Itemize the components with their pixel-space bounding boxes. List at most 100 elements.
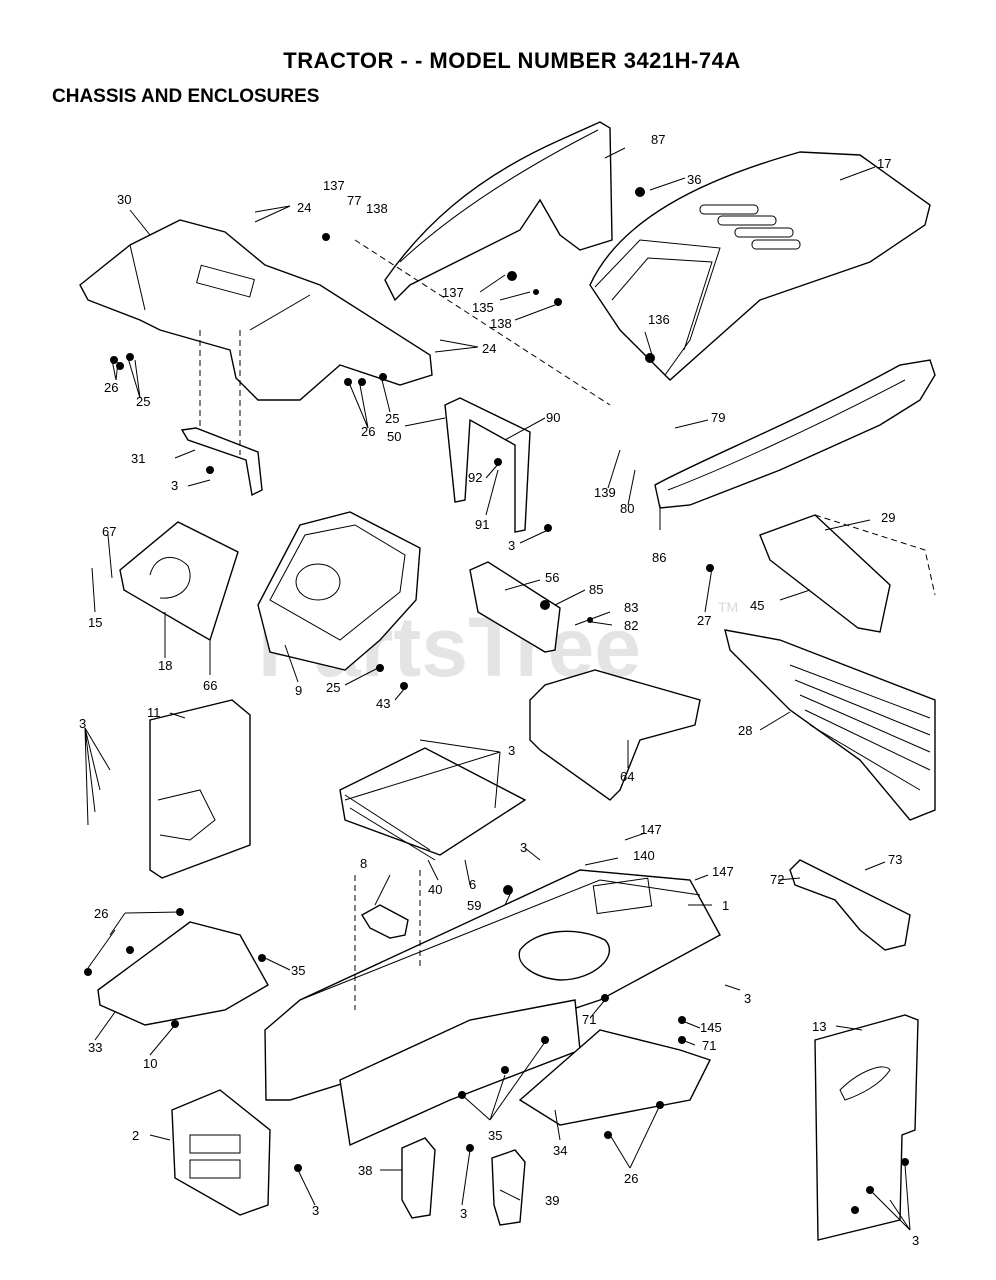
callout-80: 80 bbox=[620, 501, 634, 516]
part-1-frame bbox=[264, 869, 721, 1147]
callout-82: 82 bbox=[624, 618, 638, 633]
part-38-bracket bbox=[401, 1137, 436, 1219]
part-13-plate bbox=[814, 1014, 919, 1241]
callout-137: 137 bbox=[323, 178, 345, 193]
part-28-grille bbox=[724, 629, 936, 821]
callout-3: 3 bbox=[460, 1206, 467, 1221]
callout-83: 83 bbox=[624, 600, 638, 615]
part-87-side-panel bbox=[384, 121, 613, 302]
part-39-bracket bbox=[491, 1149, 526, 1226]
callout-15: 15 bbox=[88, 615, 102, 630]
callout-33: 33 bbox=[88, 1040, 102, 1055]
callout-36: 36 bbox=[687, 172, 701, 187]
callout-135: 135 bbox=[472, 300, 494, 315]
callout-13: 13 bbox=[812, 1019, 826, 1034]
watermark-tm: TM bbox=[718, 599, 738, 615]
part-30-fender bbox=[79, 219, 433, 401]
callout-138: 138 bbox=[366, 201, 388, 216]
part-11-plate bbox=[149, 699, 251, 879]
callout-29: 29 bbox=[881, 510, 895, 525]
callout-labels: 87 36 17 30 24 137 77 138 137 135 138 13… bbox=[79, 132, 919, 1248]
callout-34: 34 bbox=[553, 1143, 567, 1158]
callout-136: 136 bbox=[648, 312, 670, 327]
callout-3: 3 bbox=[312, 1203, 319, 1218]
callout-3: 3 bbox=[520, 840, 527, 855]
callout-39: 39 bbox=[545, 1193, 559, 1208]
callout-139: 139 bbox=[594, 485, 616, 500]
callout-137: 137 bbox=[442, 285, 464, 300]
callout-59: 59 bbox=[467, 898, 481, 913]
callout-64: 64 bbox=[620, 769, 634, 784]
callout-77: 77 bbox=[347, 193, 361, 208]
callout-91: 91 bbox=[475, 517, 489, 532]
callout-87: 87 bbox=[651, 132, 665, 147]
part-86-hood-rail bbox=[654, 359, 936, 509]
callout-leaders bbox=[84, 147, 911, 1231]
part-17-hood bbox=[589, 151, 931, 381]
callout-3: 3 bbox=[508, 743, 515, 758]
callout-3: 3 bbox=[508, 538, 515, 553]
part-72-bracket bbox=[789, 859, 911, 951]
callout-26: 26 bbox=[104, 380, 118, 395]
callout-25: 25 bbox=[326, 680, 340, 695]
callout-2: 2 bbox=[132, 1128, 139, 1143]
hardware-fasteners bbox=[84, 187, 909, 1214]
callout-50: 50 bbox=[387, 429, 401, 444]
callout-30: 30 bbox=[117, 192, 131, 207]
part-64-seat-support bbox=[529, 669, 701, 801]
callout-86: 86 bbox=[652, 550, 666, 565]
callout-147: 147 bbox=[640, 822, 662, 837]
callout-45: 45 bbox=[750, 598, 764, 613]
callout-92: 92 bbox=[468, 470, 482, 485]
leader-line bbox=[354, 239, 611, 406]
callout-140: 140 bbox=[633, 848, 655, 863]
callout-17: 17 bbox=[877, 156, 891, 171]
callout-138: 138 bbox=[490, 316, 512, 331]
callout-73: 73 bbox=[888, 852, 902, 867]
callout-85: 85 bbox=[589, 582, 603, 597]
part-9-console bbox=[257, 511, 421, 671]
section-title: CHASSIS AND ENCLOSURES bbox=[52, 86, 320, 107]
callout-3: 3 bbox=[171, 478, 178, 493]
leader-line bbox=[199, 330, 241, 455]
part-31-bracket bbox=[180, 427, 263, 497]
callout-145: 145 bbox=[700, 1020, 722, 1035]
callout-24: 24 bbox=[482, 341, 496, 356]
callout-31: 31 bbox=[131, 451, 145, 466]
leader-line bbox=[354, 870, 421, 1010]
part-40-plate bbox=[339, 747, 527, 861]
callout-90: 90 bbox=[546, 410, 560, 425]
callout-3: 3 bbox=[79, 716, 86, 731]
callout-43: 43 bbox=[376, 696, 390, 711]
part-34-footrest bbox=[518, 1029, 711, 1126]
part-66-cover bbox=[119, 521, 239, 642]
callout-25: 25 bbox=[136, 394, 150, 409]
callout-26: 26 bbox=[361, 424, 375, 439]
callout-11: 11 bbox=[147, 705, 161, 720]
callout-71: 71 bbox=[702, 1038, 716, 1053]
callout-147: 147 bbox=[712, 864, 734, 879]
callout-35: 35 bbox=[291, 963, 305, 978]
part-56-panel bbox=[469, 561, 561, 653]
callout-25: 25 bbox=[385, 411, 399, 426]
part-8-clip bbox=[361, 904, 409, 939]
callout-28: 28 bbox=[738, 723, 752, 738]
callout-24: 24 bbox=[297, 200, 311, 215]
callout-67: 67 bbox=[102, 524, 116, 539]
callout-1: 1 bbox=[722, 898, 729, 913]
callout-35: 35 bbox=[488, 1128, 502, 1143]
page-title: TRACTOR - - MODEL NUMBER 3421H-74A bbox=[283, 48, 741, 73]
part-50-support bbox=[444, 397, 531, 533]
callout-3: 3 bbox=[912, 1233, 919, 1248]
hood-vent-grille bbox=[699, 204, 801, 250]
callout-8: 8 bbox=[360, 856, 367, 871]
part-45-frame bbox=[759, 514, 936, 633]
callout-40: 40 bbox=[428, 882, 442, 897]
part-2-plate bbox=[171, 1089, 271, 1216]
callout-26: 26 bbox=[94, 906, 108, 921]
callout-6: 6 bbox=[469, 877, 476, 892]
callout-71: 71 bbox=[582, 1012, 596, 1027]
callout-66: 66 bbox=[203, 678, 217, 693]
callout-10: 10 bbox=[143, 1056, 157, 1071]
